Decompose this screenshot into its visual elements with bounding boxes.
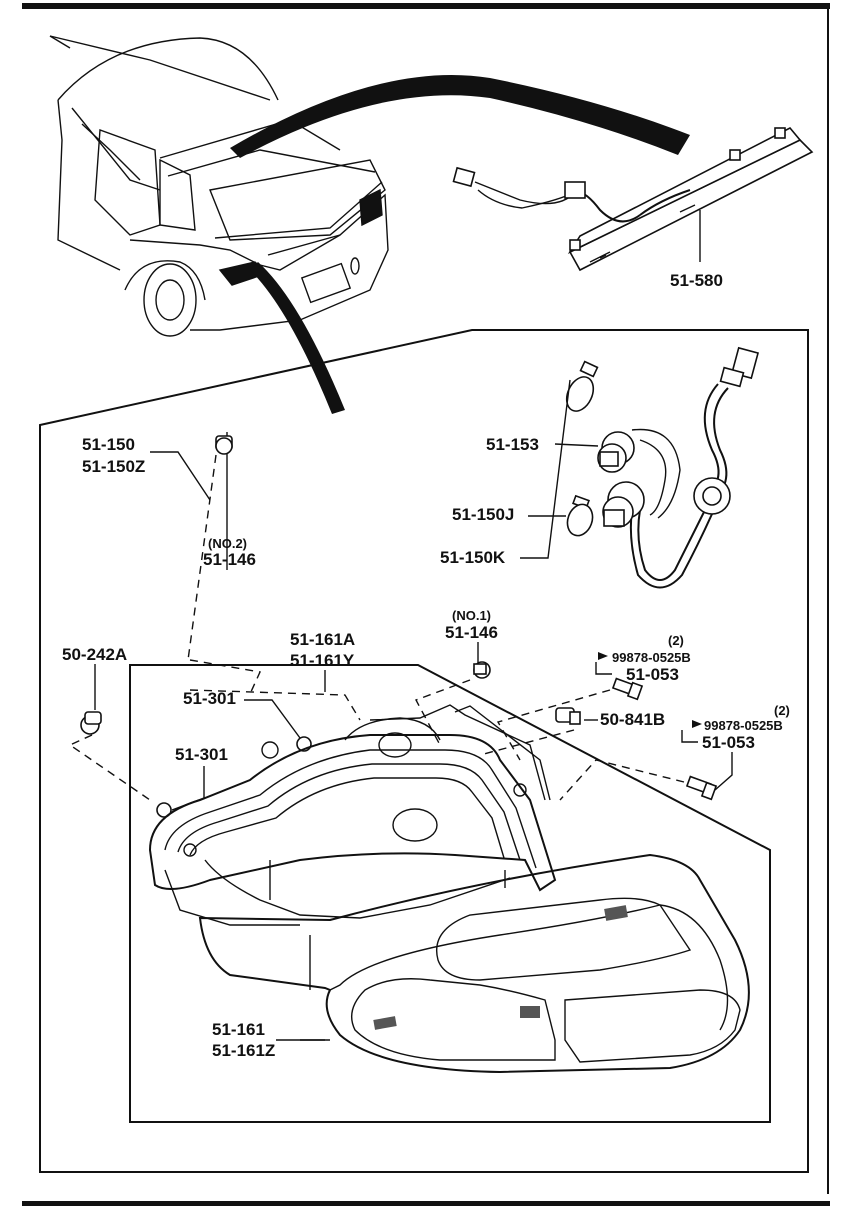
top-border [22, 3, 830, 9]
grommet-51-301-b [156, 802, 172, 818]
label-51-580: 51-580 [670, 271, 723, 290]
leader-51-301-a [244, 699, 301, 739]
label-51-146-no2: 51-146 [203, 550, 256, 569]
ref-arrow-bolt2 [692, 720, 702, 728]
high-mount-stop-lamp [452, 126, 814, 272]
bottom-border [22, 1201, 830, 1206]
screw-51-146-no2 [215, 435, 233, 455]
inner-housing-frame [129, 664, 771, 1123]
bracket-bolt2 [681, 730, 698, 743]
label-bolt2-code: 99878-0525B [704, 718, 783, 733]
tail-lamp-lens [198, 853, 750, 1074]
label-51-153: 51-153 [486, 435, 539, 454]
tail-lamp-housing [148, 704, 557, 926]
label-51-150j: 51-150J [452, 505, 514, 524]
bulb-51-150k [520, 360, 599, 559]
bracket-bolt1 [595, 662, 612, 675]
leader-51-150 [150, 451, 211, 501]
label-51-161: 51-161 [212, 1020, 265, 1039]
assembly-frame [39, 329, 809, 1173]
label-51-150: 51-150 [82, 435, 135, 454]
bolt-51-053-upper [611, 677, 644, 701]
label-bolt1-part: 51-053 [626, 665, 679, 684]
label-51-301-a: 51-301 [183, 689, 236, 708]
label-bolt2-part: 51-053 [702, 733, 755, 752]
label-bolt1-qty: (2) [668, 633, 684, 648]
car-illustration [49, 35, 389, 337]
ref-arrow-bolt1 [598, 652, 608, 660]
nut-50-242a [80, 711, 102, 735]
label-51-150k: 51-150K [440, 548, 506, 567]
arrow-band-to-tail-lamp [250, 262, 345, 414]
label-50-841b: 50-841B [600, 710, 665, 729]
bulb-51-150j [528, 494, 594, 537]
label-51-150z: 51-150Z [82, 457, 145, 476]
clip-50-841b [555, 707, 581, 725]
bolt-51-053-lower [685, 775, 718, 801]
label-51-146-no1: 51-146 [445, 623, 498, 642]
label-screw-no1-note: (NO.1) [452, 608, 491, 623]
label-bolt2-qty: (2) [774, 703, 790, 718]
label-51-161a: 51-161A [290, 630, 355, 649]
socket-harness [554, 346, 760, 589]
label-51-301-b: 51-301 [175, 745, 228, 764]
label-51-161y: 51-161Y [290, 651, 355, 670]
leader-bolt2 [714, 752, 733, 791]
label-50-242a: 50-242A [62, 645, 127, 664]
arrow-band-to-high-mount [230, 74, 690, 158]
label-51-161z: 51-161Z [212, 1041, 275, 1060]
label-bolt1-code: 99878-0525B [612, 650, 691, 665]
screw-51-146-no1 [473, 661, 491, 679]
